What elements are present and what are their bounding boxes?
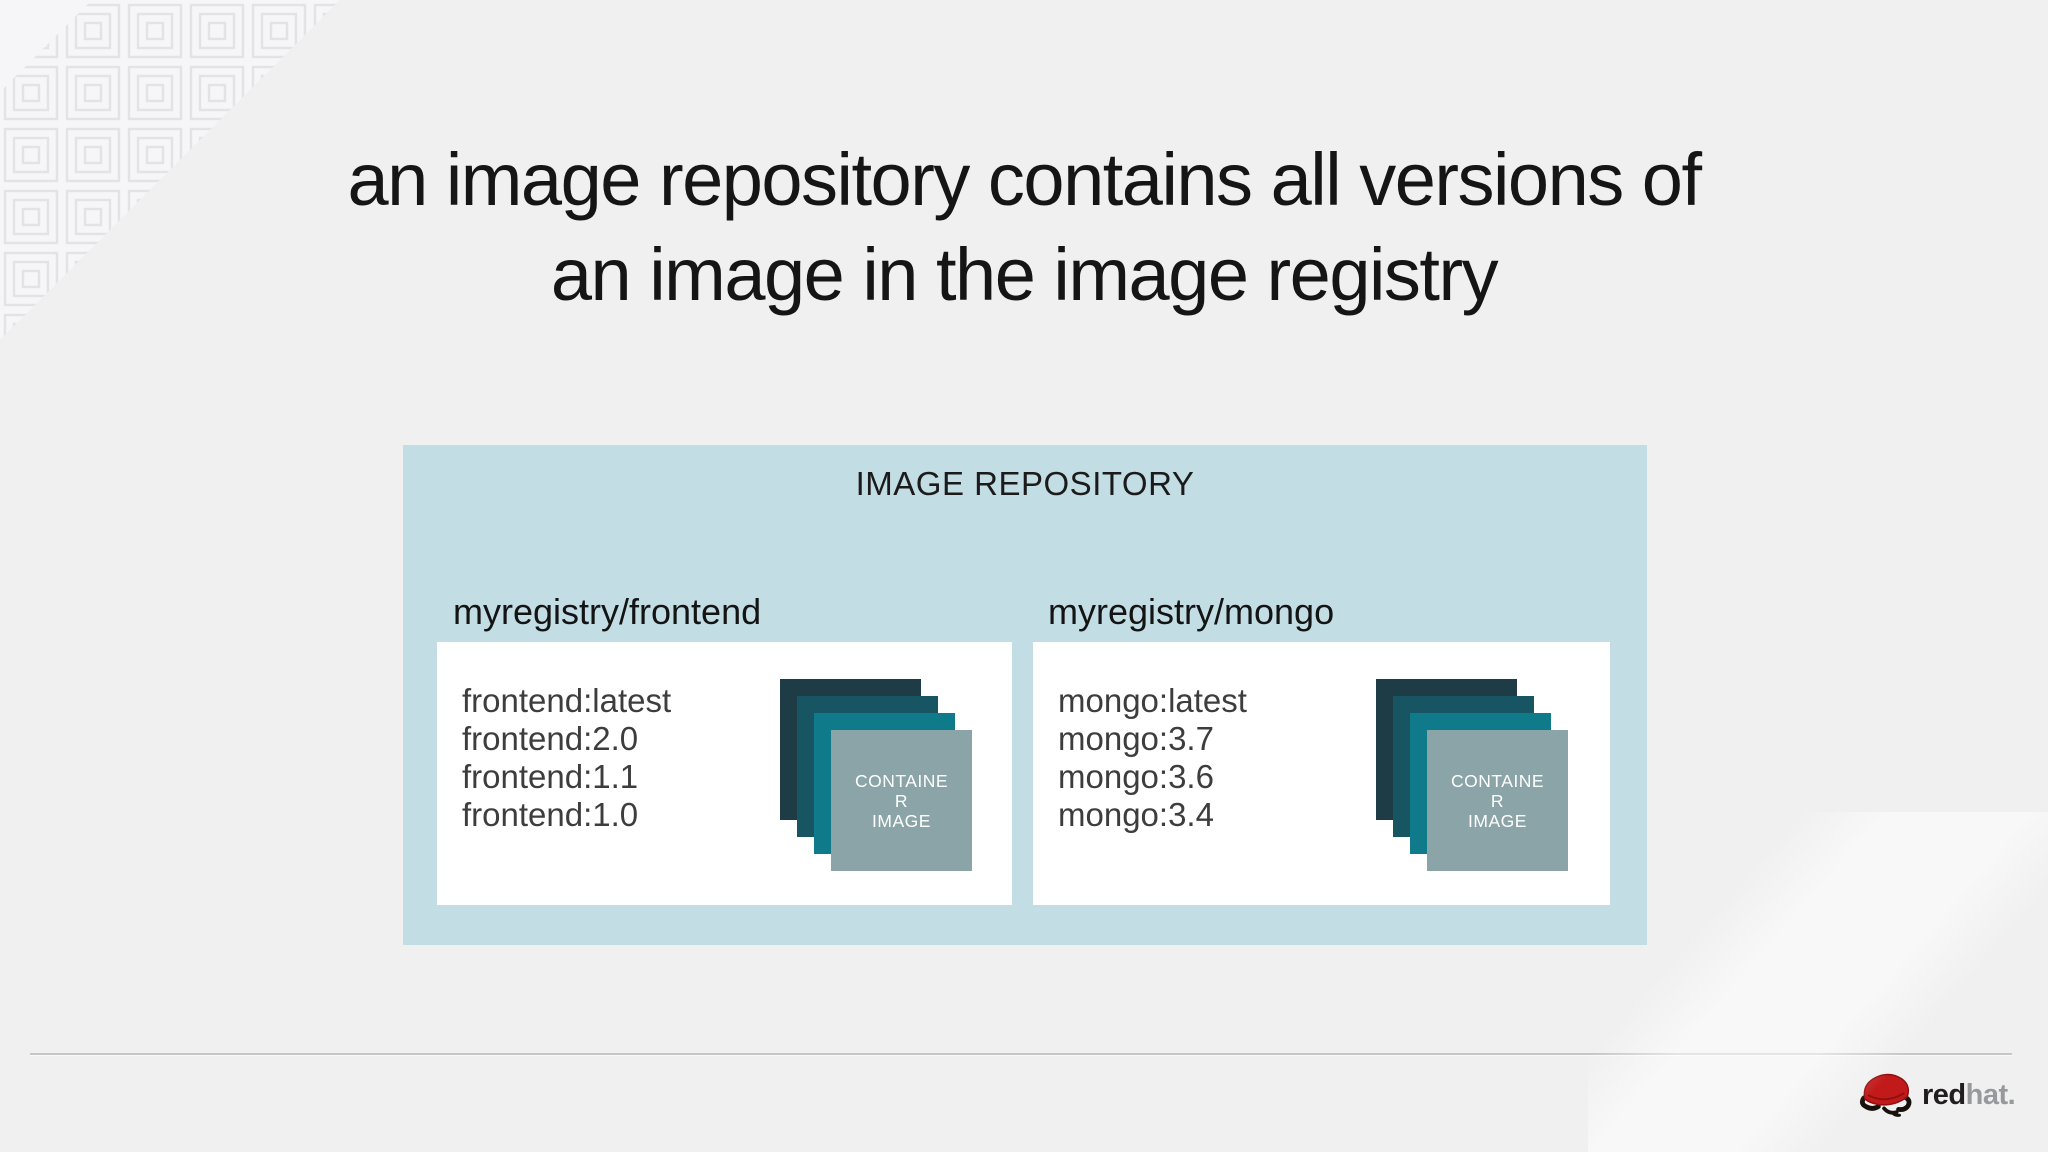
image-tag: mongo:3.7: [1058, 720, 1214, 757]
container-image-label-line: CONTAINE: [854, 770, 949, 791]
footer-divider-line: [30, 1053, 2012, 1055]
container-image-label-line: IMAGE: [1468, 810, 1527, 831]
repo-name-frontend: myregistry/frontend: [453, 591, 762, 632]
image-tag: frontend:1.0: [462, 796, 639, 833]
image-repository-title: IMAGE REPOSITORY: [855, 465, 1195, 502]
container-image-front: CONTAINE R IMAGE: [831, 730, 972, 871]
logo-text-red: red: [1922, 1078, 1966, 1111]
repo-card-frontend: frontend:latest frontend:2.0 frontend:1.…: [437, 642, 1012, 905]
image-tag: frontend:1.1: [462, 758, 639, 795]
image-tag: mongo:latest: [1058, 682, 1247, 719]
logo-text-period: .: [2007, 1078, 2016, 1111]
redhat-fedora-icon: [1859, 1073, 1912, 1117]
redhat-logo: redhat.: [1858, 1066, 2016, 1122]
redhat-wordmark: redhat.: [1922, 1078, 2016, 1112]
image-tag: frontend:latest: [462, 682, 672, 719]
repo-name-mongo: myregistry/mongo: [1048, 591, 1335, 632]
container-image-stack: CONTAINE R IMAGE: [1376, 679, 1568, 871]
container-image-label-line: R: [894, 790, 909, 811]
slide-title-line-2: an image in the image registry: [550, 233, 1499, 316]
image-tag: mongo:3.6: [1058, 758, 1214, 795]
image-tag: frontend:2.0: [462, 720, 639, 757]
tag-list-frontend: frontend:latest frontend:2.0 frontend:1.…: [462, 682, 671, 834]
container-image-label: CONTAINE R IMAGE: [1451, 771, 1544, 831]
container-image-front: CONTAINE R IMAGE: [1427, 730, 1568, 871]
container-image-label-line: IMAGE: [872, 810, 931, 831]
container-image-label-line: R: [1490, 790, 1505, 811]
container-image-stack: CONTAINE R IMAGE: [780, 679, 972, 871]
tag-list-mongo: mongo:latest mongo:3.7 mongo:3.6 mongo:3…: [1058, 682, 1247, 834]
container-image-label-line: CONTAINE: [1450, 770, 1545, 791]
image-repository-panel: IMAGE REPOSITORY myregistry/frontend myr…: [403, 445, 1647, 945]
container-image-label: CONTAINE R IMAGE: [855, 771, 948, 831]
slide-title: an image repository contains all version…: [0, 132, 2048, 322]
repo-card-mongo: mongo:latest mongo:3.7 mongo:3.6 mongo:3…: [1033, 642, 1610, 905]
logo-text-hat: hat: [1965, 1078, 2009, 1111]
slide-title-line-1: an image repository contains all version…: [347, 138, 1702, 221]
image-tag: mongo:3.4: [1058, 796, 1214, 833]
